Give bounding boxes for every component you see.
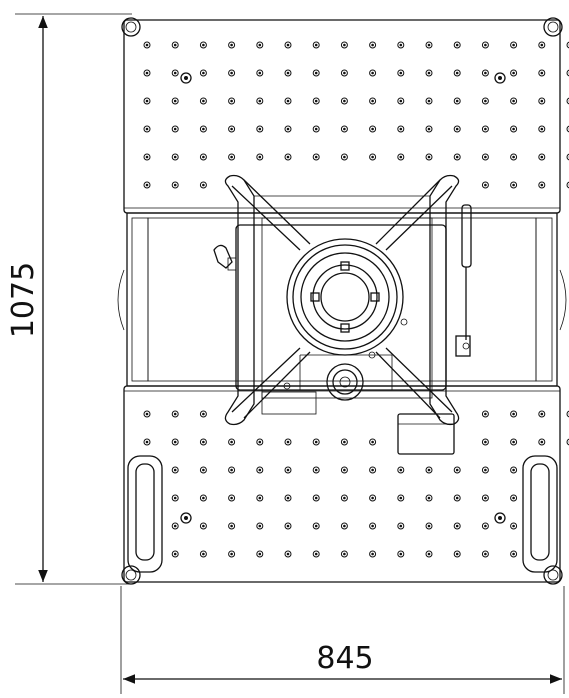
left-rail	[131, 217, 149, 382]
hole-grid-top	[143, 41, 569, 189]
foot-bottom-left	[121, 565, 141, 585]
center-mechanism	[213, 174, 460, 426]
mounting-bolts	[180, 72, 506, 524]
adjustment-knob	[326, 363, 364, 401]
middle-inner-frame	[147, 217, 537, 382]
foot-top-right	[543, 17, 563, 37]
foot-top-left	[121, 17, 141, 37]
center-housing	[235, 224, 447, 391]
corner-feet	[121, 17, 563, 585]
bottom-box	[261, 391, 455, 455]
handle-right	[522, 455, 558, 573]
right-side-bump	[559, 269, 567, 331]
spindle-outer	[286, 238, 404, 356]
width-dimension: 845	[120, 586, 565, 694]
top-plate	[123, 19, 561, 214]
height-dimension: 1075	[6, 13, 132, 585]
hole-grid-bottom	[143, 410, 569, 558]
carry-handles	[127, 455, 558, 573]
width-dimension-label: 845	[316, 641, 373, 676]
foot-bottom-right	[543, 565, 563, 585]
frame-right-bar	[429, 174, 460, 426]
left-side-bump	[117, 269, 125, 331]
handle-left	[127, 455, 163, 573]
frame-left-bar	[224, 174, 255, 426]
right-rail	[535, 217, 553, 382]
spindle-inner	[312, 264, 378, 330]
x-frame-arm	[231, 179, 311, 251]
left-lever	[213, 244, 233, 269]
height-dimension-label: 1075	[6, 262, 41, 338]
side-lever	[455, 204, 472, 357]
